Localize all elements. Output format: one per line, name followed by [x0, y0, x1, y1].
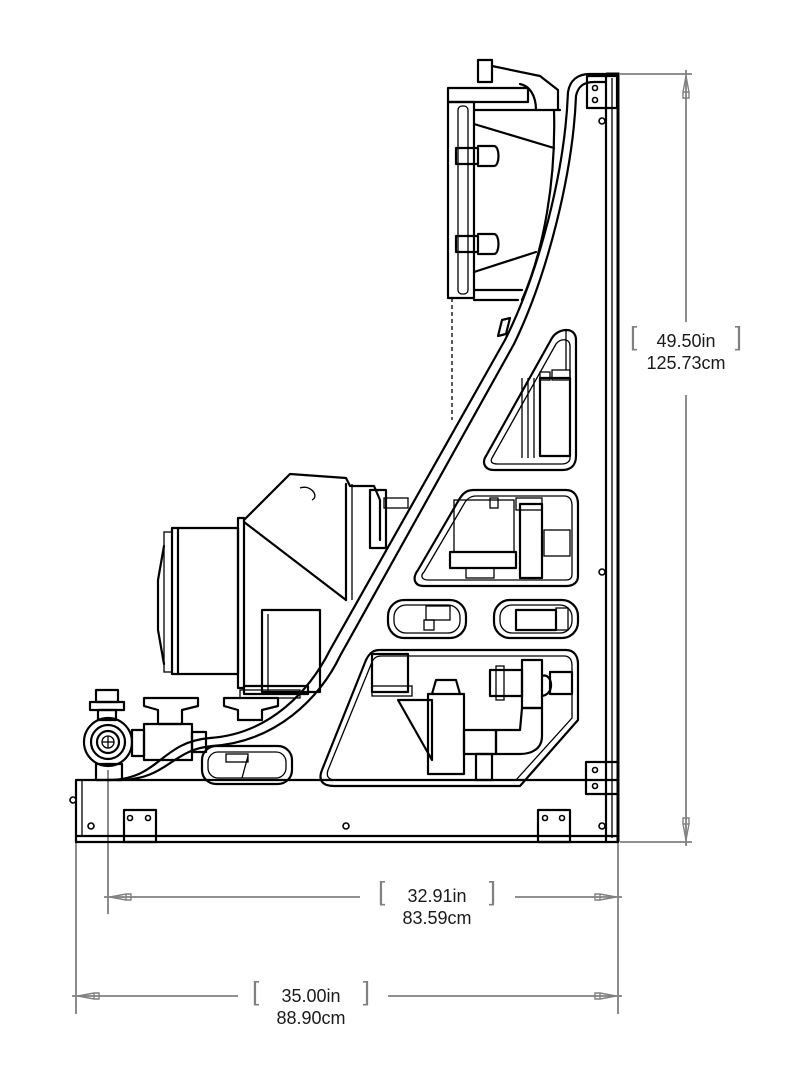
inner-width-cm: 83.59cm	[402, 908, 472, 928]
height-dimension-label: [ 49.50in ] 125.73cm	[630, 323, 742, 374]
overall-width-cm: 88.90cm	[276, 1008, 346, 1028]
bracket-close: ]	[488, 876, 496, 906]
mounting-bracket-top	[585, 74, 619, 110]
dimension-lines	[72, 70, 692, 1014]
inner-width-dimension-label: [ 32.91in ] 83.59cm	[378, 878, 496, 929]
bracket-open: [	[378, 876, 386, 906]
upper-monitor-housing	[446, 58, 562, 420]
panel-openings	[200, 328, 580, 788]
overall-width-dimension-label: [ 35.00in ] 88.90cm	[252, 978, 370, 1029]
bracket-open: [	[252, 976, 260, 1006]
mounting-bracket-base-right	[536, 808, 572, 844]
bracket-open: [	[630, 321, 638, 351]
height-cm: 125.73cm	[646, 353, 726, 373]
bracket-close: ]	[734, 321, 742, 351]
mounting-bracket-base-left	[122, 808, 158, 844]
valve-assembly	[82, 688, 301, 782]
inner-width-inches: 32.91in	[407, 886, 467, 906]
mounting-bracket-right	[584, 760, 620, 796]
frame	[69, 72, 620, 844]
bracket-close: ]	[362, 976, 370, 1006]
plumbing-assembly	[370, 652, 574, 782]
overall-width-inches: 35.00in	[281, 986, 341, 1006]
lower-monitor-housing	[156, 472, 409, 696]
height-inches: 49.50in	[656, 331, 716, 351]
